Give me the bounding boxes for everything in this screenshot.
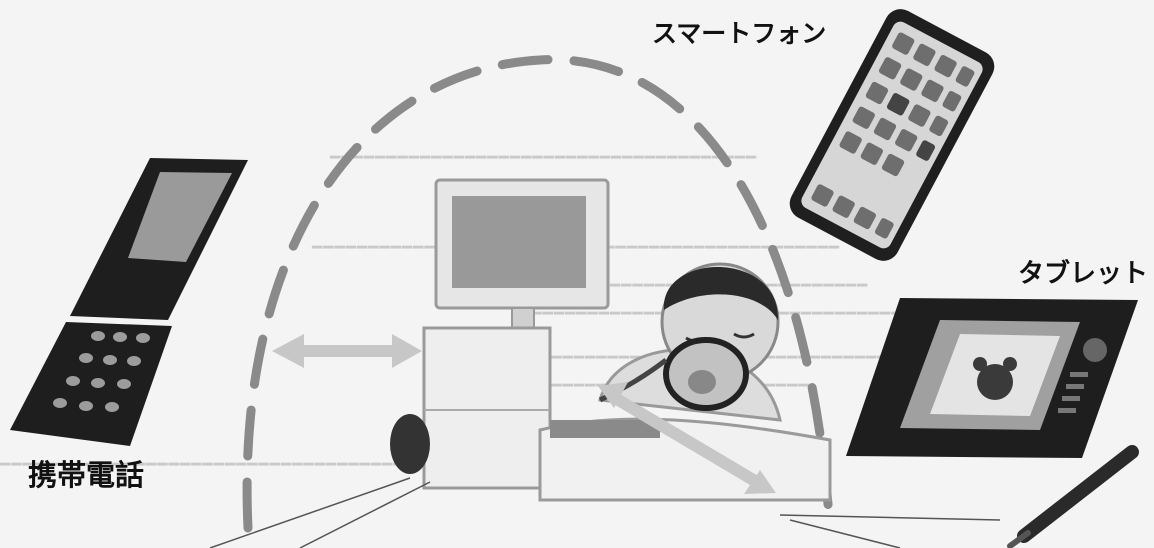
smartphone-icon [789, 9, 995, 261]
oxygen-mask-icon [598, 337, 749, 411]
pointer-lines [209, 477, 1001, 548]
mobile-phone-label: 携帯電話 [28, 458, 145, 492]
stylus-icon [1007, 445, 1139, 548]
bed-cabinet [390, 326, 832, 502]
connection-arrows [272, 334, 776, 494]
signal-range-arc [242, 55, 835, 535]
tablet-icon [846, 298, 1138, 458]
tablet-label: タブレット [1018, 259, 1149, 289]
bleed-through-line: ━━━━━━━━━━━━━━━━━━━━━━━━━━━━━━━━━━━━━━ [330, 148, 757, 168]
flip-phone-icon [10, 158, 248, 446]
bedside-monitor-icon [434, 178, 610, 329]
smartphone-label: スマートフォン [652, 19, 827, 48]
